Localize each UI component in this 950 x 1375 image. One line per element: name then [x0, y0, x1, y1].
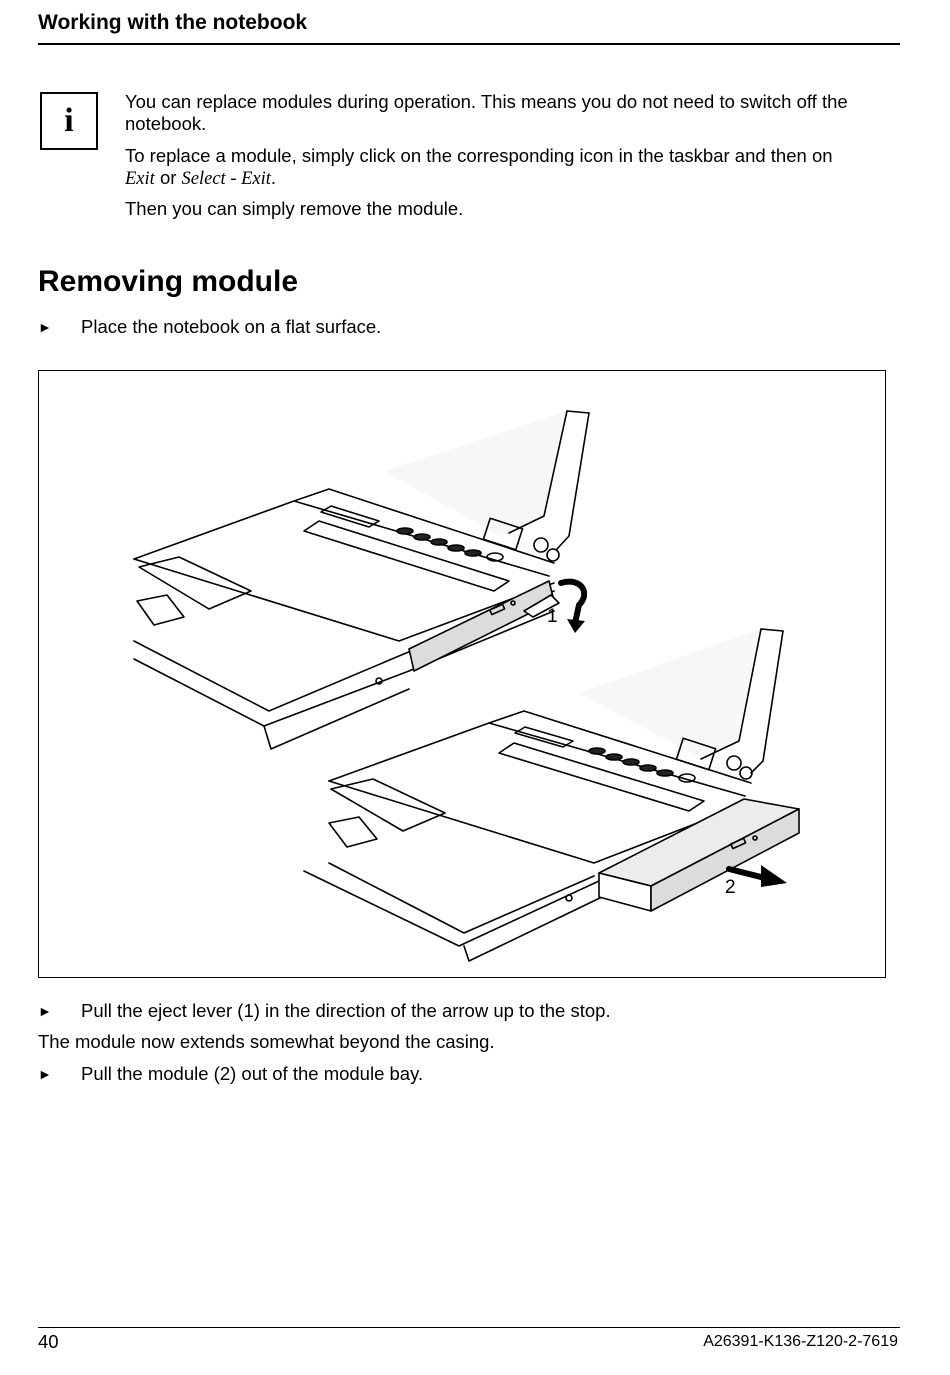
info-note-paragraph-3: Then you can simply remove the module.	[125, 198, 464, 219]
bullet-arrow-icon: ►	[38, 319, 52, 335]
info-icon-glyph: i	[64, 102, 74, 139]
step-text: Pull the eject lever (1) in the directio…	[81, 1000, 611, 1021]
footer-divider	[38, 1327, 900, 1328]
module-removal-illustration: 1 2	[38, 370, 886, 978]
menu-term-exit: Exit	[125, 169, 155, 189]
result-text: The module now extends somewhat beyond t…	[38, 1031, 495, 1052]
step-text: Pull the module (2) out of the module ba…	[81, 1063, 424, 1084]
bullet-arrow-icon: ►	[38, 1003, 52, 1019]
illustration-drawing: 1 2	[133, 410, 800, 962]
step-text: Place the notebook on a flat surface.	[81, 316, 382, 337]
bullet-arrow-icon: ►	[38, 1066, 52, 1082]
menu-term-select-exit: Select - Exit	[181, 169, 271, 189]
document-id: A26391-K136-Z120-2-7619	[703, 1333, 898, 1350]
section-title: Removing module	[38, 265, 299, 298]
info-note-text: To replace a module, simply click on the…	[125, 145, 833, 166]
header-divider	[38, 43, 900, 45]
page-header-title: Working with the notebook	[38, 11, 308, 34]
info-note-period: .	[270, 167, 277, 188]
callout-1-label: 1	[547, 606, 558, 627]
info-note-paragraph-2: To replace a module, simply click on the…	[125, 145, 895, 190]
page-number: 40	[38, 1331, 59, 1352]
info-note-paragraph-1: You can replace modules during operation…	[125, 91, 848, 134]
info-note-or: or	[159, 167, 177, 188]
callout-2-label: 2	[725, 877, 736, 898]
info-icon: i	[40, 92, 98, 150]
